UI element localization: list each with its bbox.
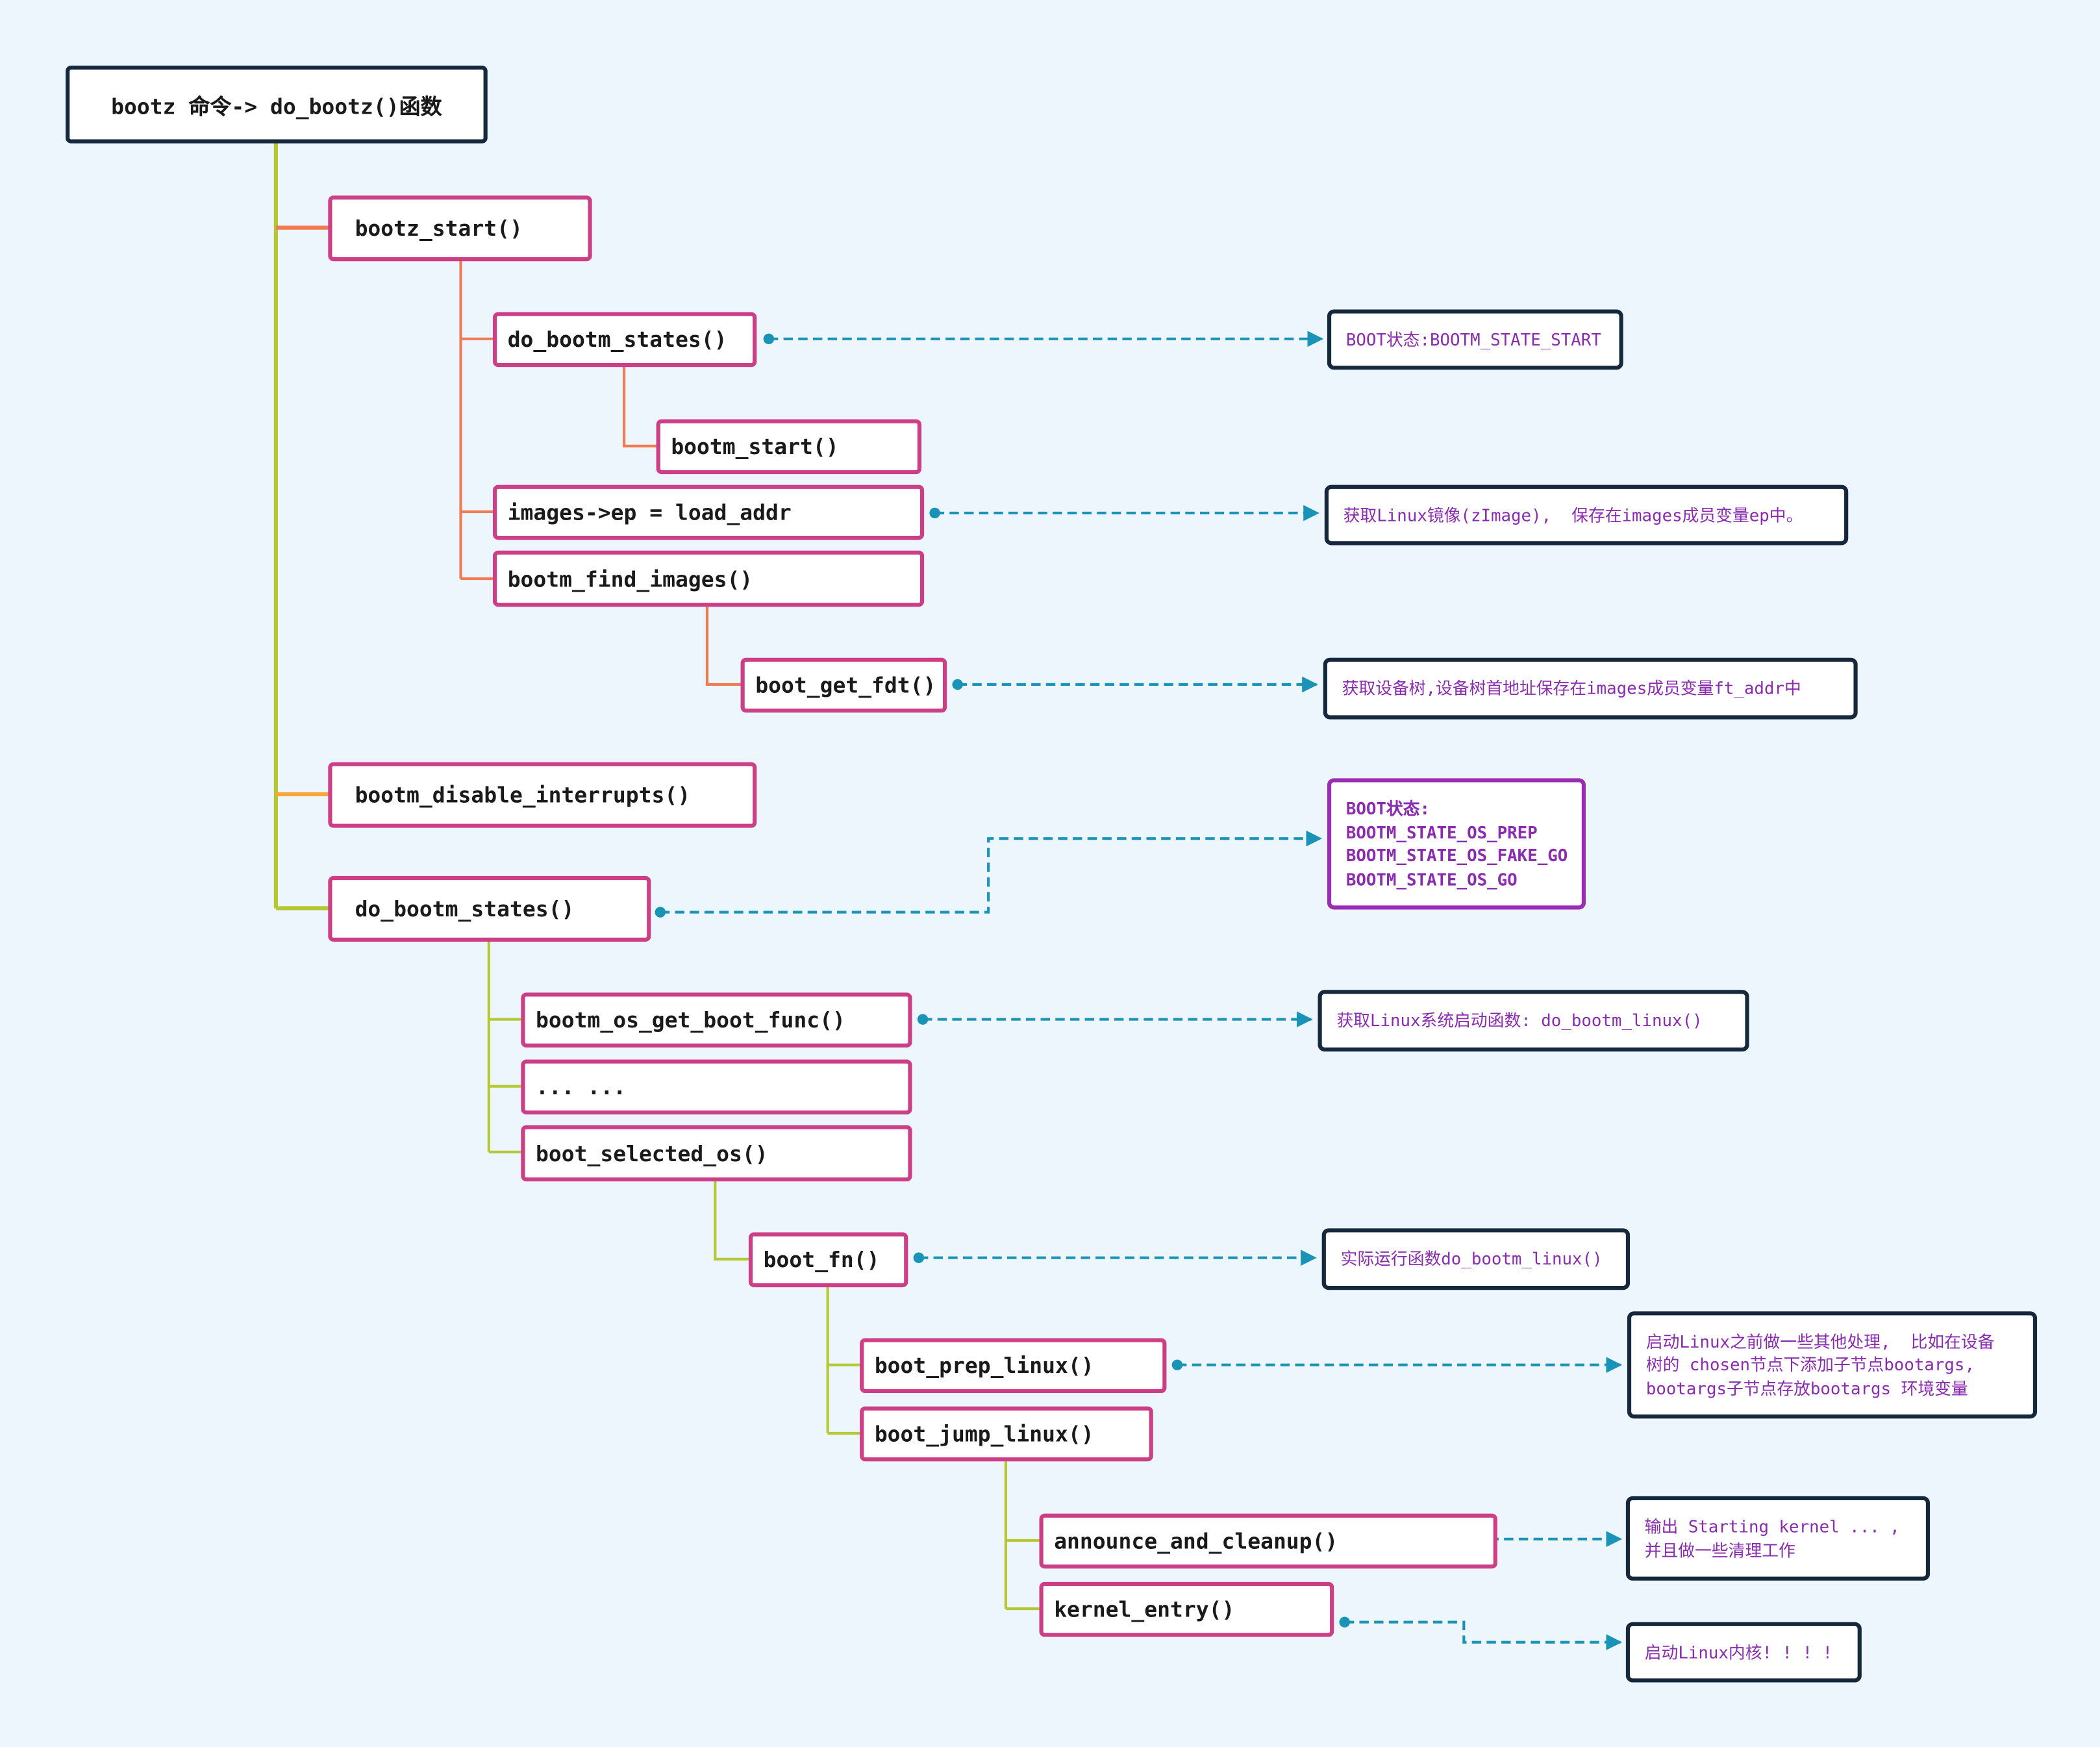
branch-boot-fn bbox=[714, 1179, 750, 1261]
node-bootm-os-get-boot-func[interactable]: bootm_os_get_boot_func() bbox=[521, 992, 912, 1048]
node-boot-prep-linux[interactable]: boot_prep_linux() bbox=[860, 1338, 1167, 1393]
node-boot-get-fdt[interactable]: boot_get_fdt() bbox=[740, 657, 947, 713]
note-boot-state-start: BOOT状态:BOOTM_STATE_START bbox=[1327, 309, 1623, 370]
note-get-boot-func: 获取Linux系统启动函数: do_bootm_linux() bbox=[1318, 990, 1749, 1052]
note-start-kernel: 启动Linux内核! ! ! ! bbox=[1625, 1622, 1862, 1683]
note-prep-linux: 启动Linux之前做一些其他处理, 比如在设备 树的 chosen节点下添加子节… bbox=[1627, 1311, 2038, 1419]
node-images-ep[interactable]: images->ep = load_addr bbox=[493, 484, 925, 540]
node-ellipsis[interactable]: ... ... bbox=[521, 1059, 912, 1114]
node-kernel-entry[interactable]: kernel_entry() bbox=[1039, 1581, 1334, 1637]
node-boot-selected-os[interactable]: boot_selected_os() bbox=[521, 1125, 912, 1182]
note-line: BOOTM_STATE_OS_PREP bbox=[1345, 822, 1538, 842]
arrow-origin-dot bbox=[1339, 1616, 1350, 1628]
note-line: 并且做一些清理工作 bbox=[1644, 1539, 1795, 1560]
note-line: 获取Linux镜像(zImage), 保存在images成员变量ep中。 bbox=[1343, 505, 1803, 525]
arrow-origin-dot bbox=[913, 1252, 925, 1263]
note-line: 获取Linux系统启动函数: do_bootm_linux() bbox=[1336, 1010, 1703, 1031]
arrow-origin-dot bbox=[1171, 1359, 1183, 1370]
note-line: 启动Linux之前做一些其他处理, 比如在设备 bbox=[1645, 1331, 1995, 1351]
note-get-fdt: 获取设备树,设备树首地址保存在images成员变量ft_addr中 bbox=[1323, 657, 1858, 720]
note-announce: 输出 Starting kernel ... , 并且做一些清理工作 bbox=[1625, 1496, 1931, 1581]
note-line: 启动Linux内核! ! ! ! bbox=[1644, 1642, 1833, 1663]
note-run-boot-fn: 实际运行函数do_bootm_linux() bbox=[1321, 1228, 1631, 1290]
arrow-to-boot-state-os bbox=[660, 830, 1323, 914]
root-node[interactable]: bootz 命令-> do_bootz()函数 bbox=[66, 66, 488, 144]
arrow-origin-dot bbox=[917, 1014, 929, 1025]
note-line: 实际运行函数do_bootm_linux() bbox=[1340, 1248, 1603, 1269]
arrow-to-start-kernel bbox=[1344, 1620, 1623, 1650]
node-do-bootm-states[interactable]: do_bootm_states() bbox=[328, 875, 651, 942]
note-line: bootargs子节点存放bootargs 环境变量 bbox=[1645, 1377, 1968, 1398]
node-bootm-disable-interrupts[interactable]: bootm_disable_interrupts() bbox=[328, 762, 757, 828]
node-boot-jump-linux[interactable]: boot_jump_linux() bbox=[860, 1406, 1153, 1462]
node-bootm-find-images[interactable]: bootm_find_images() bbox=[493, 550, 925, 607]
branch-bootm-start bbox=[623, 366, 658, 447]
note-get-linux-image: 获取Linux镜像(zImage), 保存在images成员变量ep中。 bbox=[1324, 484, 1849, 546]
node-boot-fn[interactable]: boot_fn() bbox=[748, 1232, 908, 1288]
node-bootz-start[interactable]: bootz_start() bbox=[328, 195, 592, 262]
note-line: 输出 Starting kernel ... , bbox=[1644, 1516, 1900, 1537]
branch-boot-get-fdt bbox=[705, 605, 742, 686]
node-do-bootm-states[interactable]: do_bootm_states() bbox=[493, 312, 757, 368]
arrow-origin-dot bbox=[952, 679, 963, 690]
note-line: BOOTM_STATE_OS_GO bbox=[1345, 868, 1518, 889]
note-boot-state-os: BOOT状态: BOOTM_STATE_OS_PREP BOOTM_STATE_… bbox=[1327, 778, 1586, 910]
arrow-origin-dot bbox=[929, 507, 940, 519]
arrow-origin-dot bbox=[763, 333, 775, 345]
note-line: 获取设备树,设备树首地址保存在images成员变量ft_addr中 bbox=[1342, 678, 1801, 699]
note-line: BOOT状态:BOOTM_STATE_START bbox=[1345, 329, 1601, 349]
node-announce-and-cleanup[interactable]: announce_and_cleanup() bbox=[1039, 1513, 1497, 1569]
note-line: 树的 chosen节点下添加子节点bootargs, bbox=[1645, 1354, 1975, 1375]
note-line: BOOT状态: bbox=[1345, 798, 1431, 819]
node-bootm-start[interactable]: bootm_start() bbox=[656, 419, 921, 475]
arrow-origin-dot bbox=[655, 907, 666, 918]
note-line: BOOTM_STATE_OS_FAKE_GO bbox=[1345, 845, 1568, 866]
